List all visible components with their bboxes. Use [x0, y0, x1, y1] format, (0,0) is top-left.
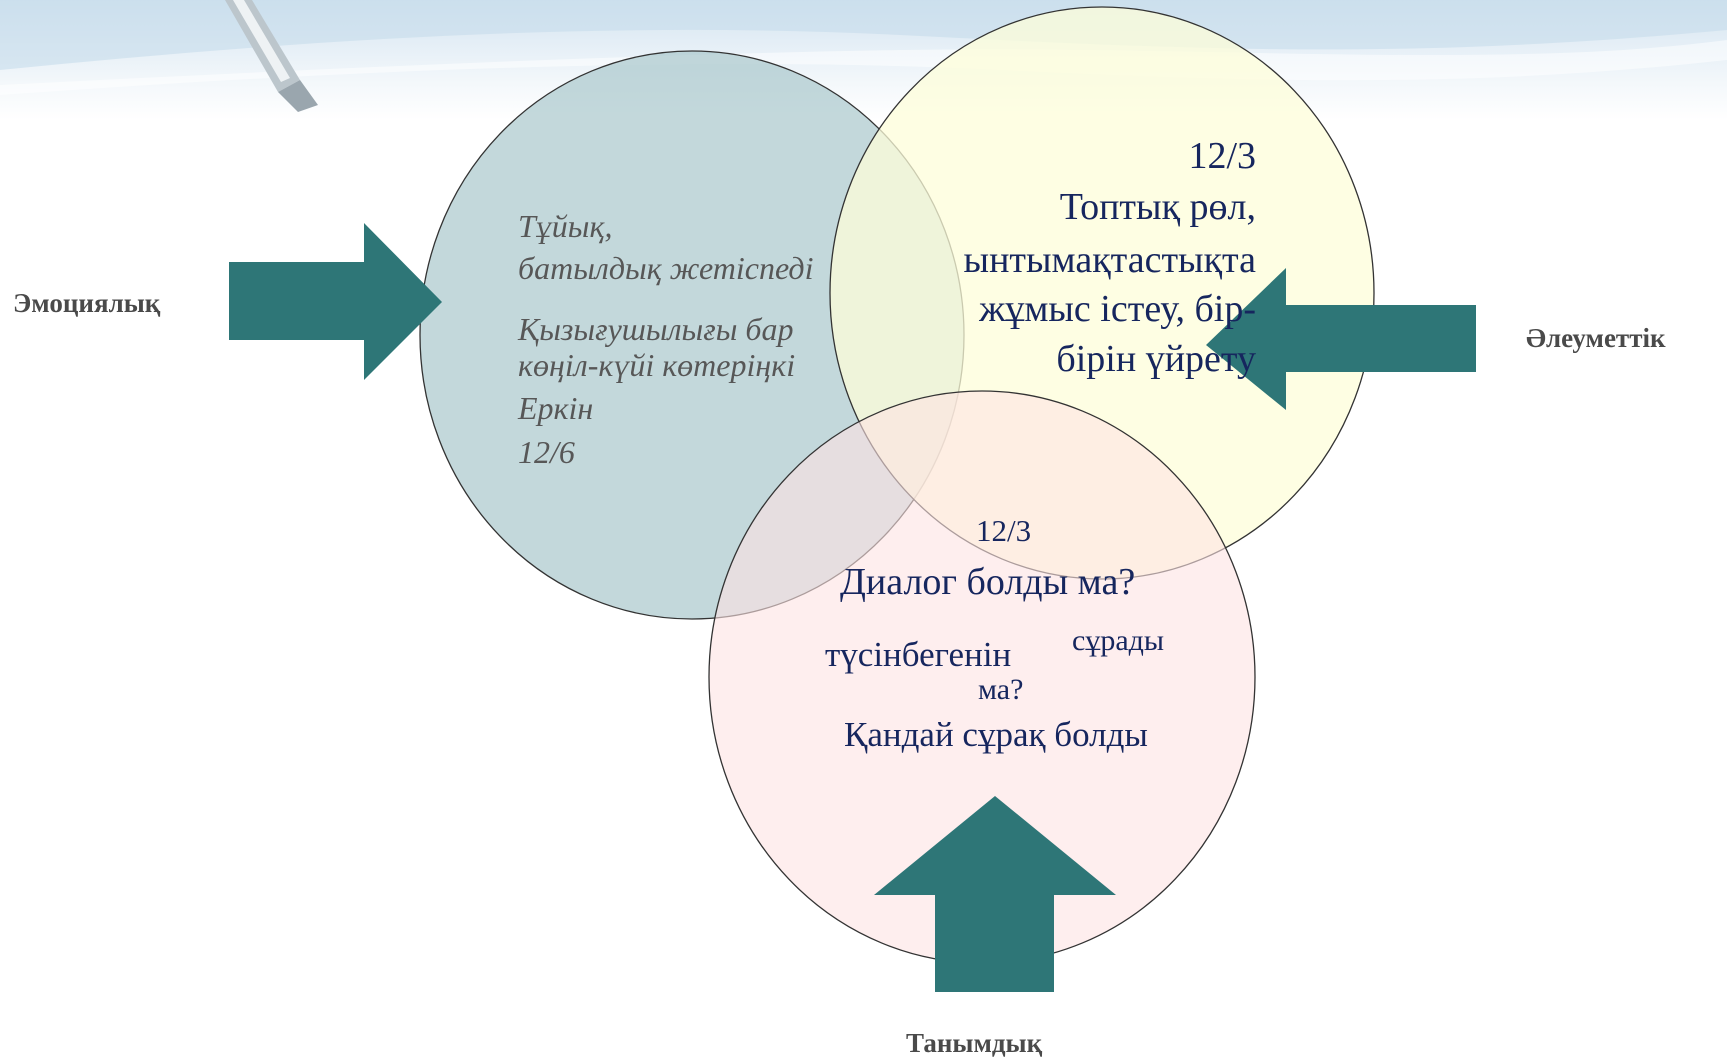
cognitive-question-understand: түсінбегенін [825, 635, 1012, 674]
social-label: Әлеуметтік [1526, 323, 1666, 353]
social-line-1: 12/3 [1188, 135, 1256, 177]
cognitive-question-particle: ма? [978, 673, 1024, 706]
social-line-5: бірін үйрету [1056, 338, 1256, 380]
header-banner [0, 0, 1727, 120]
emotional-line-6: 12/6 [518, 434, 575, 470]
emotional-line-3: Қызығушылығы бар [518, 311, 794, 347]
cognitive-question-which: Қандай сұрақ болды [844, 715, 1148, 754]
cognitive-question-dialog: Диалог болды ма? [840, 561, 1136, 603]
cognitive-label: Танымдық [906, 1028, 1043, 1058]
pen-icon [225, 0, 318, 112]
cognitive-score: 12/3 [976, 513, 1032, 548]
emotional-line-4: көңіл-күйі көтеріңкі [518, 347, 796, 383]
social-line-4: жұмыс істеу, бір- [979, 288, 1256, 330]
social-line-3: ынтымақтастықта [963, 239, 1256, 281]
cognitive-arrow [874, 796, 1116, 992]
cognitive-question-asked: сұрады [1072, 624, 1165, 657]
emotional-label: Эмоциялық [13, 288, 161, 318]
emotional-arrow [229, 223, 442, 380]
emotional-line-2: батылдық жетіспеді [518, 250, 814, 286]
social-arrow [1206, 268, 1476, 410]
social-line-2: Топтық рөл, [1059, 186, 1256, 228]
banner-wave-decoration [0, 0, 1727, 112]
emotional-line-5: Еркін [518, 390, 594, 426]
emotional-line-1: Тұйық, [518, 208, 613, 244]
